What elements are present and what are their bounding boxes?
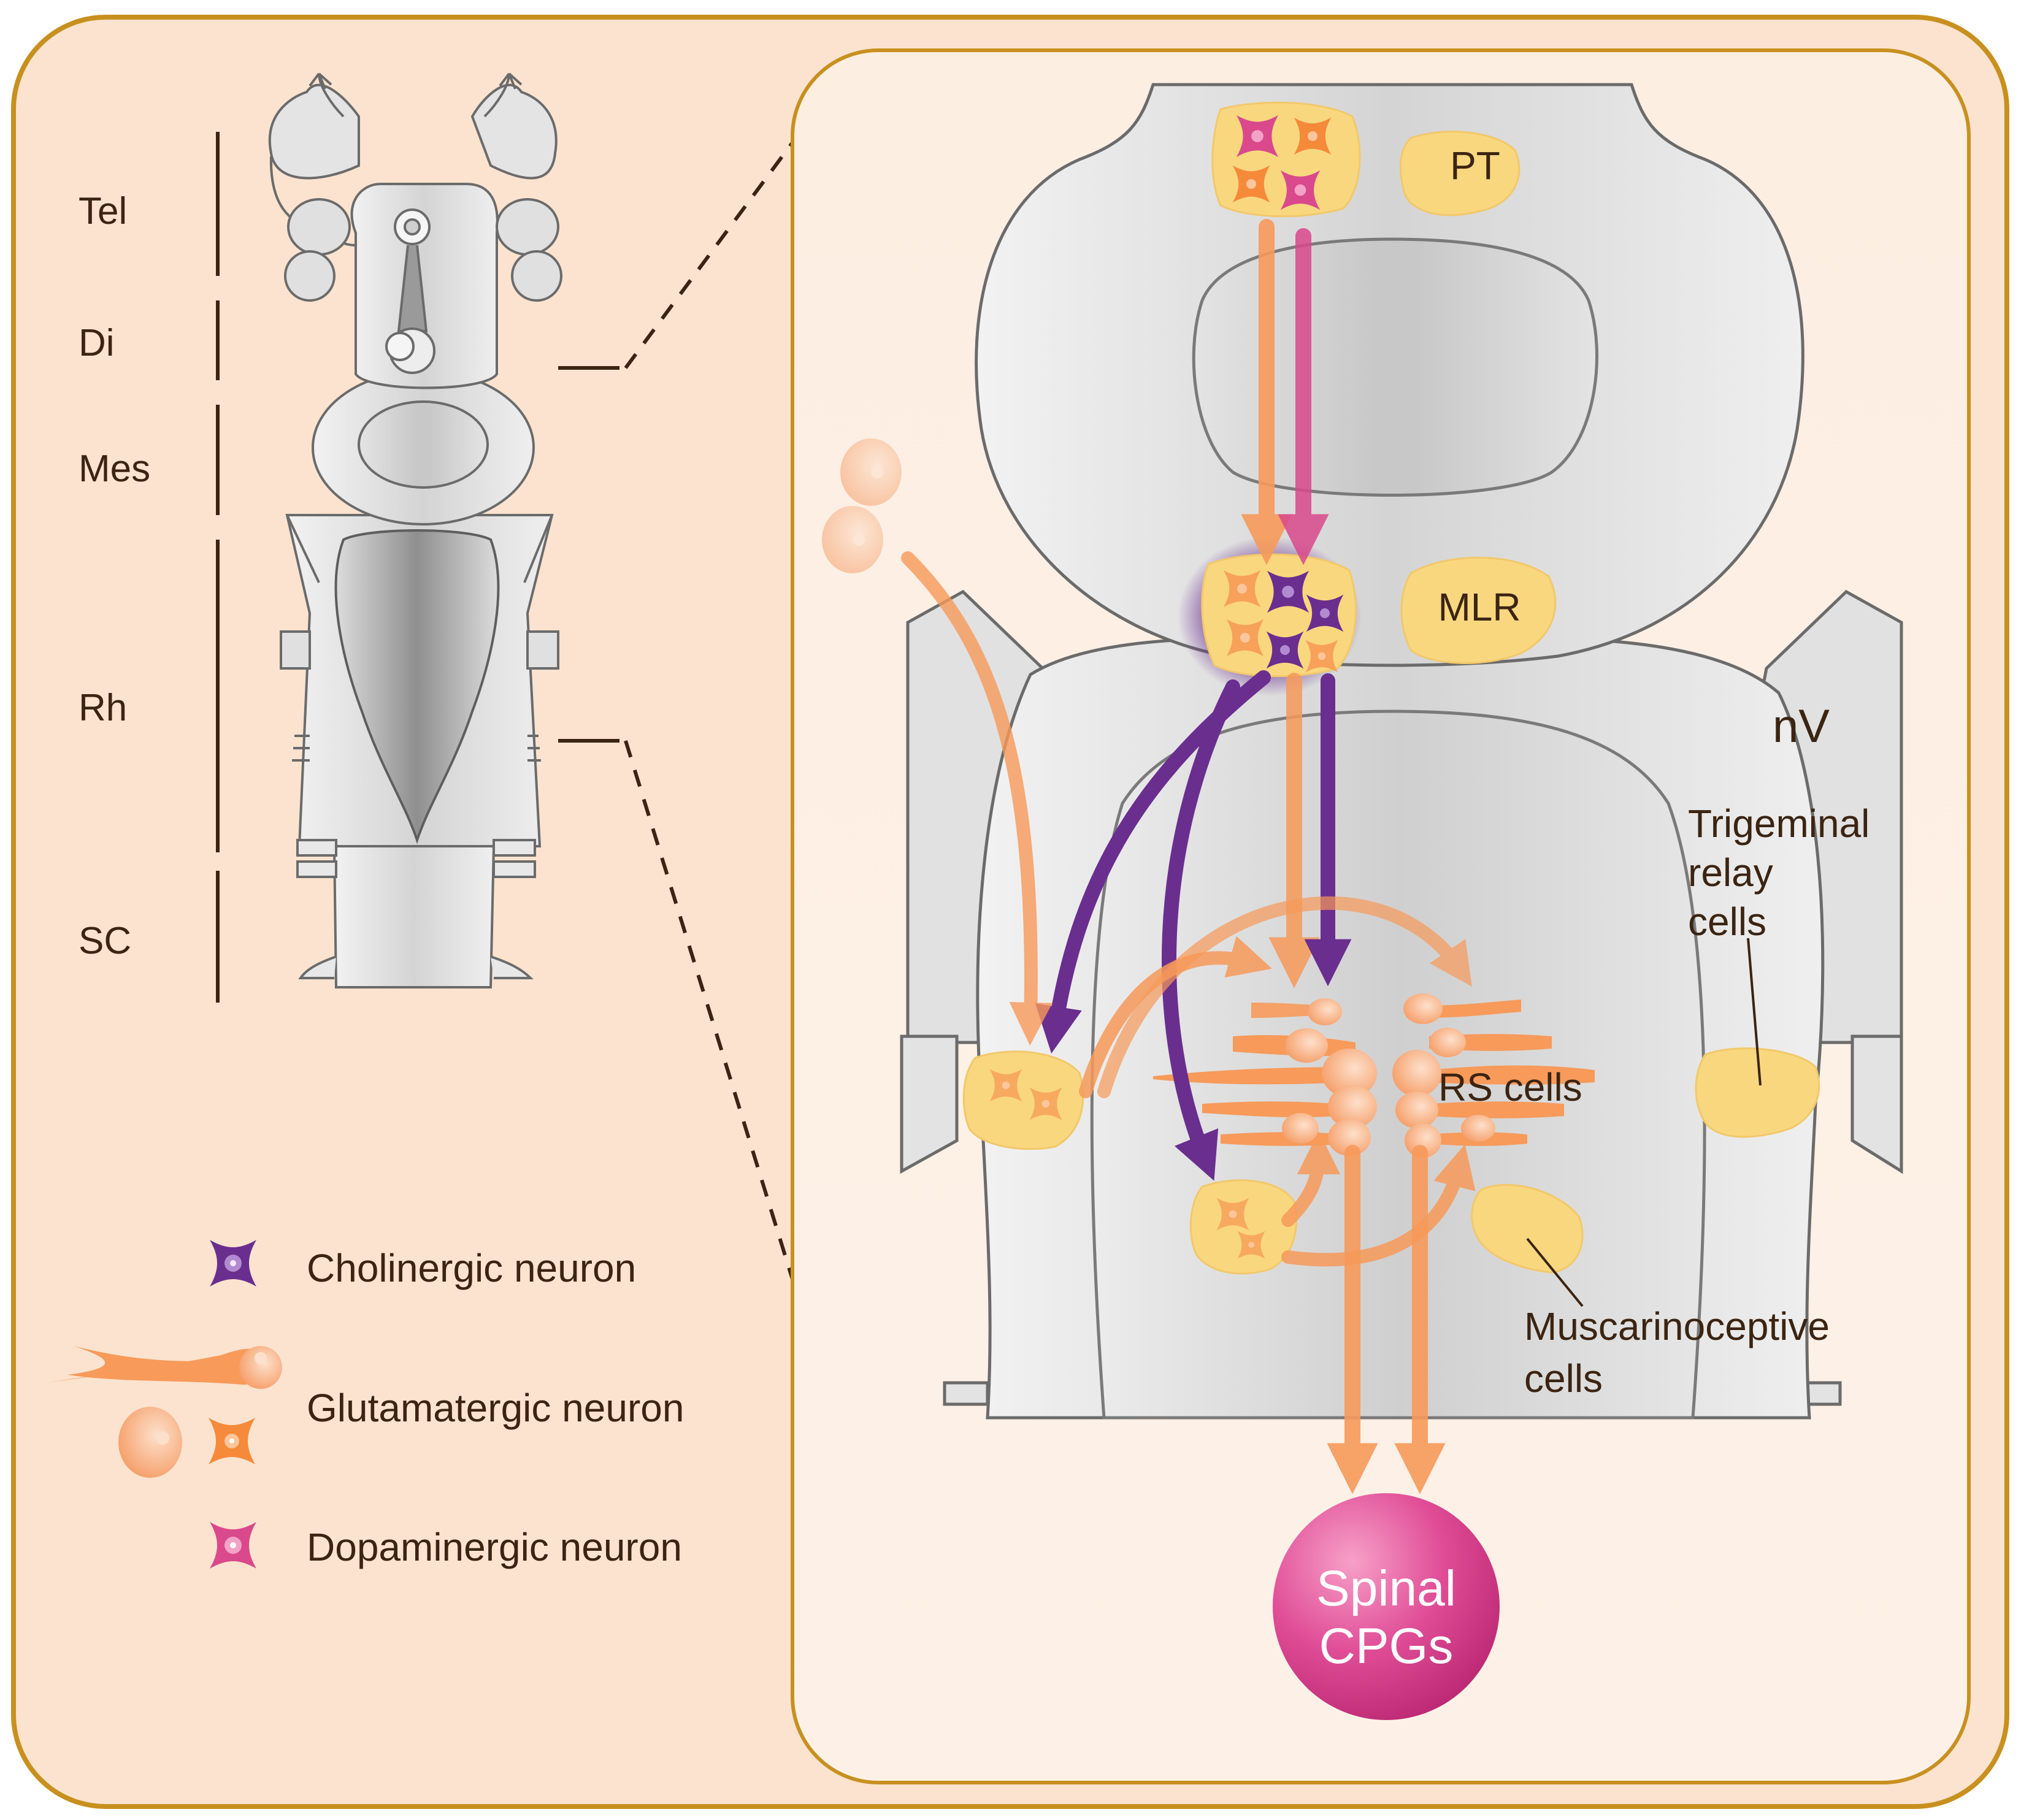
- legend: Cholinergic neuron Glutamatergic neuron …: [46, 1240, 684, 1569]
- mlr-cell-cluster: [1178, 537, 1362, 696]
- rs-cell-right-group: [1392, 993, 1595, 1158]
- label-mlr: MLR: [1438, 585, 1521, 629]
- arrow-lower-rs-left: [1281, 1131, 1341, 1227]
- mlr-nucleus: [1400, 556, 1557, 664]
- label-sc: SC: [79, 920, 131, 962]
- spinal-cpgs-line2: CPGs: [1319, 1618, 1454, 1674]
- spinal-cpgs-line1: Spinal: [1316, 1561, 1456, 1616]
- arrow-mlr-lower-chol: [1161, 679, 1240, 1181]
- pt-cell-cluster: [1211, 101, 1361, 218]
- label-nv: nV: [1773, 700, 1830, 752]
- label-trigeminal-2: relay: [1688, 851, 1773, 895]
- arrow-sensory-lateral: [901, 551, 1053, 1046]
- spinal-cpgs: Spinal CPGs: [1273, 1493, 1500, 1720]
- arrow-lower-rs-right: [1281, 1144, 1476, 1267]
- legend-glutamatergic: Glutamatergic neuron: [307, 1386, 684, 1430]
- nuclei: [962, 131, 1820, 1275]
- label-rs-cells: RS cells: [1438, 1065, 1582, 1109]
- glutamatergic-legend-icon: [46, 1346, 282, 1478]
- trigeminal-nucleus: [1695, 1047, 1820, 1138]
- arrow-lateral-rs: [1079, 936, 1272, 1098]
- label-mes: Mes: [79, 448, 150, 490]
- muscarinoceptive-nucleus: [1471, 1183, 1584, 1274]
- arrow-rs-cross: [1097, 896, 1472, 1098]
- label-tel: Tel: [79, 190, 127, 232]
- cholinergic-legend-icon: [210, 1240, 256, 1287]
- rs-cells: [1153, 993, 1595, 1158]
- pointer-lines: [1526, 938, 1762, 1307]
- label-rh: Rh: [79, 687, 127, 729]
- label-muscarino-1: Muscarinoceptive: [1524, 1304, 1830, 1348]
- label-muscarino-2: cells: [1524, 1356, 1603, 1401]
- lamprey-brain-drawing: [269, 72, 562, 988]
- label-di: Di: [79, 322, 115, 364]
- rhombencephalon-ventricle: [334, 529, 500, 844]
- diencephalon: [350, 183, 499, 389]
- pt-nucleus: [1399, 131, 1521, 216]
- lateral-glut-cells: [989, 1069, 1265, 1259]
- projection-arrows: [901, 219, 1476, 1494]
- dopaminergic-legend-icon: [210, 1522, 256, 1569]
- sensory-cells: [822, 438, 902, 573]
- legend-dopaminergic: Dopaminergic neuron: [307, 1525, 682, 1569]
- spinal-cord: [332, 845, 496, 988]
- label-trigeminal-1: Trigeminal: [1688, 801, 1870, 846]
- label-trigeminal-3: cells: [1688, 900, 1766, 944]
- lateral-glut-nucleus: [962, 1050, 1084, 1150]
- zoomed-brainstem: [900, 83, 1903, 1420]
- legend-cholinergic: Cholinergic neuron: [307, 1246, 636, 1290]
- label-pt: PT: [1450, 143, 1500, 188]
